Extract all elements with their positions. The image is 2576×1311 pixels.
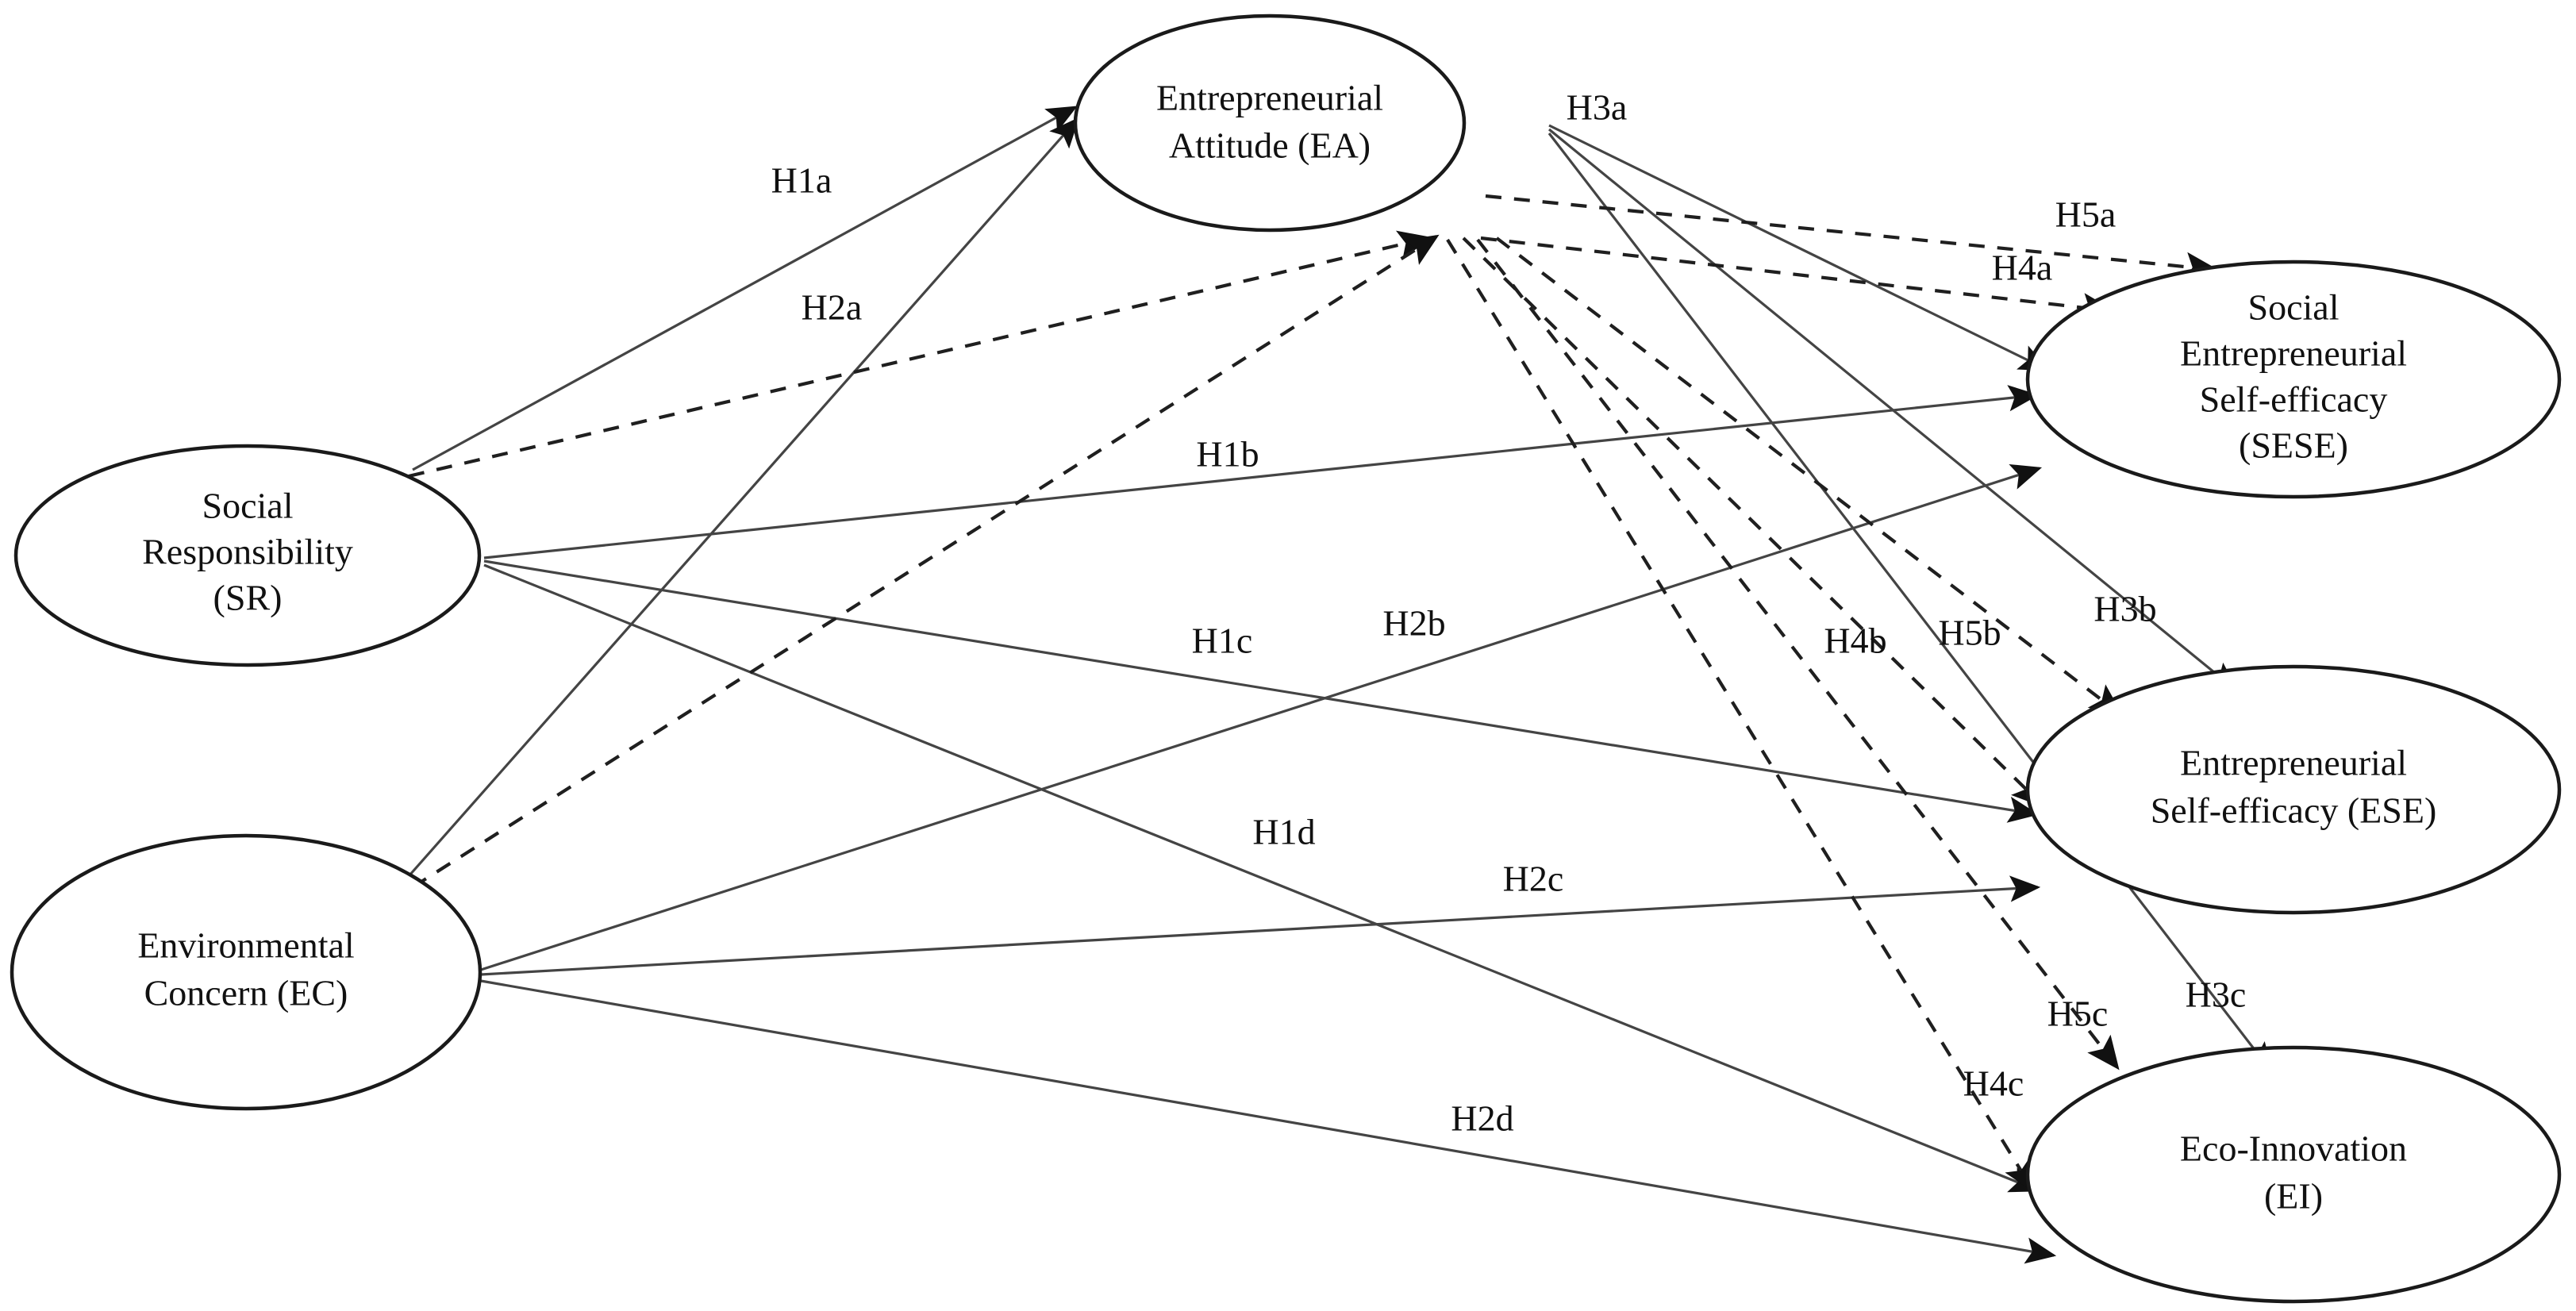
node-ESE[interactable]: Entrepreneurial Self-efficacy (ESE) — [2025, 664, 2562, 915]
hypothesis-label-H5b: H5b — [1938, 613, 2001, 653]
hypothesis-label-H3b: H3b — [2093, 589, 2156, 629]
edge-H1d[interactable] — [483, 563, 2040, 1193]
edge-H5b[interactable] — [1495, 236, 2124, 717]
node-SR[interactable]: Social Responsibility (SR) — [13, 444, 482, 667]
edge-H1a[interactable] — [412, 106, 1078, 471]
node-EC-line-2: Concern (EC) — [144, 973, 348, 1013]
edge-H1b[interactable] — [483, 385, 2040, 559]
hypothesis-label-H4c: H4c — [1963, 1063, 2024, 1104]
edge-H2a-dashed[interactable] — [408, 230, 1432, 479]
edge-H3c[interactable] — [1548, 133, 2273, 1074]
hypothesis-label-H4a: H4a — [1992, 248, 2053, 288]
hypothesis-label-H1d: H1d — [1252, 812, 1315, 852]
node-EA[interactable]: Entrepreneurial Attitude (EA) — [1073, 13, 1467, 233]
edge-H4c[interactable] — [1446, 238, 2036, 1194]
hypothesis-label-H1b: H1b — [1196, 434, 1259, 475]
hypothesis-label-H4b: H4b — [1824, 621, 1886, 661]
node-SESE-line-3: Self-efficacy — [2200, 379, 2388, 420]
hypothesis-label-H1a: H1a — [771, 160, 832, 201]
node-SESE-line-1: Social — [2248, 287, 2340, 328]
edge-H3b[interactable] — [1548, 128, 2239, 693]
nodes-group: Entrepreneurial Attitude (EA) Social Res… — [10, 13, 2562, 1304]
edge-H5c[interactable] — [1476, 238, 2120, 1071]
hypothesis-label-H2c: H2c — [1503, 859, 1564, 899]
node-ESE-line-1: Entrepreneurial — [2180, 743, 2407, 783]
hypothesis-label-H2b: H2b — [1382, 603, 1445, 644]
node-ESE-line-2: Self-efficacy (ESE) — [2151, 790, 2437, 831]
hypothesis-label-H2d: H2d — [1451, 1098, 1513, 1139]
edge-H2d[interactable] — [480, 979, 2057, 1264]
node-EI[interactable]: Eco-Innovation (EI) — [2025, 1045, 2562, 1304]
hypothesis-label-H2a: H2a — [802, 287, 863, 328]
edge-H4a[interactable] — [1480, 236, 2117, 323]
edge-H2b[interactable] — [480, 463, 2043, 971]
edge-H1c[interactable] — [483, 559, 2040, 823]
hypothesis-label-H3c: H3c — [2186, 975, 2247, 1015]
edge-H2a[interactable] — [402, 117, 1080, 884]
edge-H4b[interactable] — [1462, 236, 2046, 808]
edge-H3a[interactable] — [1548, 124, 2050, 371]
hypothesis-label-H1c: H1c — [1192, 621, 1253, 661]
node-SESE-line-4: (SESE) — [2239, 425, 2348, 466]
node-SR-line-1: Social — [202, 486, 294, 526]
edge-H5a[interactable] — [1485, 194, 2220, 282]
node-SESE-line-2: Entrepreneurial — [2180, 333, 2407, 374]
hypothesis-label-H3a: H3a — [1567, 87, 1628, 128]
node-EA-line-1: Entrepreneurial — [1156, 78, 1383, 118]
hypothesis-labels-group: H1a H1b H1c H1d H2a H2b H2c H2d H3a H3b … — [771, 87, 2247, 1139]
node-SR-line-3: (SR) — [213, 578, 283, 618]
hypothesis-label-H5c: H5c — [2047, 994, 2109, 1034]
node-EC[interactable]: Environmental Concern (EC) — [10, 833, 483, 1111]
node-SESE[interactable]: Social Entrepreneurial Self-efficacy (SE… — [2025, 260, 2562, 499]
dashed-edges-group — [408, 194, 2220, 1194]
hypothesis-label-H5a: H5a — [2055, 194, 2117, 235]
node-EI-line-2: (EI) — [2264, 1176, 2323, 1217]
edge-H2c[interactable] — [480, 875, 2041, 976]
edge-EC-EA-dashed[interactable] — [411, 234, 1440, 889]
node-SR-line-2: Responsibility — [142, 532, 353, 572]
node-EC-line-1: Environmental — [137, 925, 354, 966]
node-EA-line-2: Attitude (EA) — [1169, 125, 1371, 166]
solid-edges-group — [402, 106, 2273, 1264]
node-EI-line-1: Eco-Innovation — [2180, 1128, 2407, 1169]
